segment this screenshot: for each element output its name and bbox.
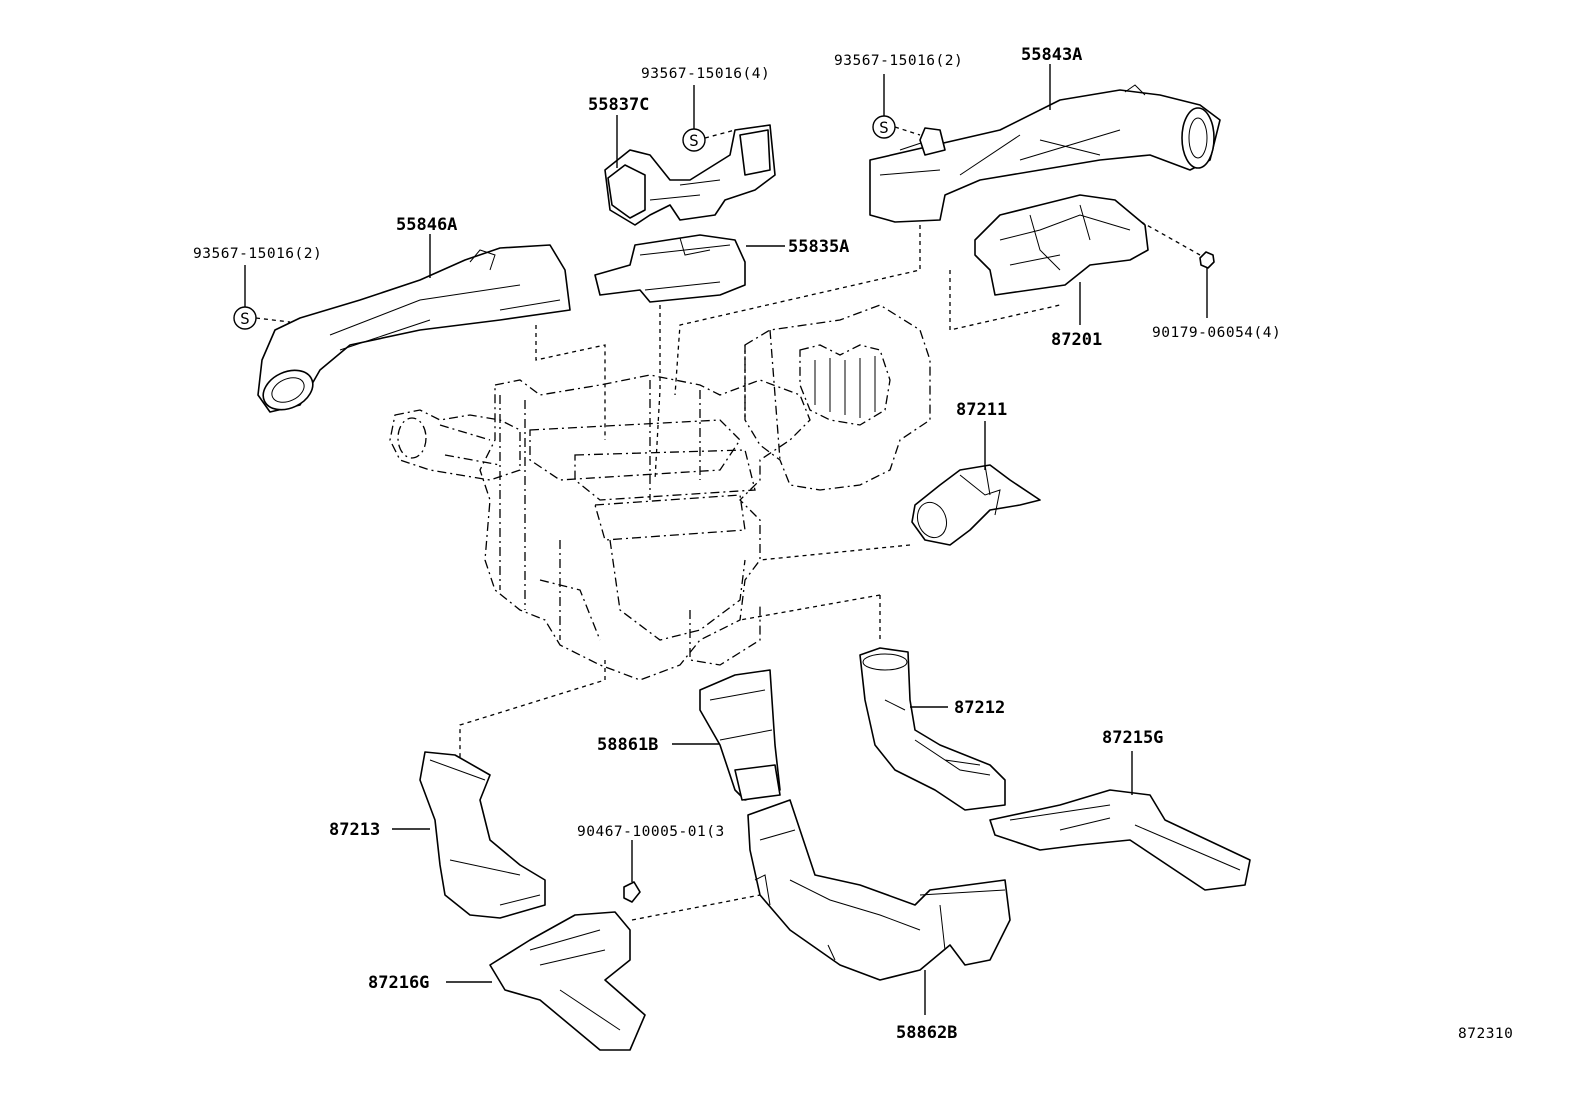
- part-55846A-duct: [257, 244, 571, 413]
- screw-symbol-55837C: S: [682, 85, 736, 152]
- part-87213-duct: [419, 751, 546, 919]
- label-87212: 87212: [954, 698, 1005, 718]
- part-87216G-duct: [489, 911, 646, 1051]
- part-87215G-duct: [989, 789, 1251, 891]
- label-55837C: 55837C: [588, 95, 649, 115]
- part-90467-clip-icon: [623, 840, 641, 903]
- label-93567-15016-2-left: 93567-15016(2): [193, 246, 322, 262]
- screw-s-icon: S: [879, 118, 889, 137]
- part-labels: 55843A 93567-15016(2) 93567-15016(4) 558…: [193, 45, 1513, 1043]
- part-58862B-duct: [747, 799, 1011, 981]
- part-55835A-duct: [594, 234, 746, 303]
- label-93567-15016-4: 93567-15016(4): [641, 66, 770, 82]
- part-87212-duct: [859, 647, 1006, 811]
- label-90179-06054: 90179-06054(4): [1152, 325, 1281, 341]
- diagram-reference-code: 872310: [1458, 1026, 1513, 1042]
- label-87216G: 87216G: [368, 973, 429, 993]
- screw-s-icon: S: [240, 309, 250, 328]
- label-87201: 87201: [1051, 330, 1102, 350]
- label-55835A: 55835A: [788, 237, 849, 257]
- assembly-guide-lines: [459, 209, 1201, 921]
- screw-s-icon: S: [689, 131, 699, 150]
- heater-unit-assembly: [389, 304, 931, 681]
- screw-symbol-55843A: S: [872, 74, 921, 139]
- part-55843A-duct: [869, 84, 1221, 223]
- label-58862B: 58862B: [896, 1023, 957, 1043]
- label-90467-10005-01: 90467-10005-01(3: [577, 824, 725, 840]
- label-55846A: 55846A: [396, 215, 457, 235]
- label-87211: 87211: [956, 400, 1007, 420]
- label-58861B: 58861B: [597, 735, 658, 755]
- screw-symbol-55846A: S: [233, 265, 291, 330]
- part-55837C-duct: [604, 124, 776, 226]
- label-87213: 87213: [329, 820, 380, 840]
- leader-lines: [392, 64, 1133, 1015]
- part-90179-clip-icon: [1199, 251, 1215, 318]
- label-93567-15016-2-top: 93567-15016(2): [834, 53, 963, 69]
- part-87201-duct: [974, 194, 1149, 296]
- part-58861B-duct: [699, 669, 781, 801]
- label-55843A: 55843A: [1021, 45, 1082, 65]
- part-87211-duct: [911, 464, 1041, 546]
- label-87215G: 87215G: [1102, 728, 1163, 748]
